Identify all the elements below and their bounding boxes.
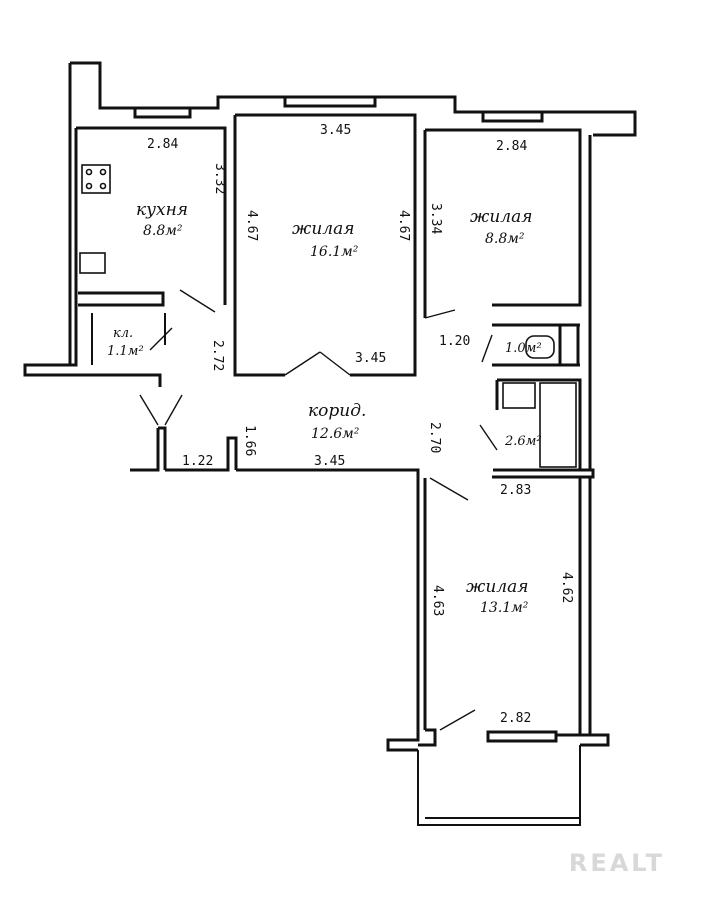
washbasin: [502, 382, 536, 409]
bathroom-area: 2.6м²: [504, 434, 542, 449]
dim-kitchen-depth: 3.32: [212, 163, 227, 194]
stove: [81, 164, 111, 194]
dim-living3-right: 4.62: [559, 572, 574, 603]
room-labels: кухня 8.8м² жилая 16.1м² жилая 8.8м² кл.…: [107, 200, 542, 616]
living2-area: 8.8м²: [485, 231, 525, 247]
dim-living1-right: 4.67: [396, 210, 411, 241]
kitchen-sink: [79, 252, 106, 274]
dim-corridor-a: 1.22: [182, 454, 213, 469]
kitchen-name: кухня: [136, 200, 188, 220]
dim-wc-width: 1.20: [439, 334, 470, 349]
dim-corridor-d: 2.70: [427, 422, 442, 453]
fixtures: [79, 164, 577, 468]
living3-name: жилая: [466, 577, 529, 597]
doors: [139, 289, 498, 731]
pantry-area: 1.1м²: [107, 344, 144, 359]
dimensions: 2.84 3.32 3.45 4.67 4.67 3.45 2.84 3.34 …: [147, 123, 574, 726]
corridor-name: корид.: [308, 401, 366, 421]
dim-kitchen-width: 2.84: [147, 137, 178, 152]
walls: [23, 61, 637, 826]
bathtub: [539, 382, 577, 468]
pantry-name: кл.: [113, 326, 133, 341]
kitchen-area: 8.8м²: [143, 223, 183, 239]
dim-living1-bottom: 3.45: [355, 351, 386, 366]
dim-living2-width: 2.84: [496, 139, 527, 154]
watermark-logo: REALT: [568, 849, 665, 877]
toilet-area: 1.0м²: [505, 341, 542, 356]
dim-hall-left: 2.72: [210, 340, 225, 371]
living3-area: 13.1м²: [480, 600, 529, 616]
dim-corridor-c: 3.45: [314, 454, 345, 469]
dim-living2-depth: 3.34: [428, 203, 443, 234]
corridor-area: 12.6м²: [311, 426, 360, 442]
toilet: [525, 335, 555, 359]
dim-living3-left: 4.63: [430, 585, 445, 616]
living1-name: жилая: [292, 219, 355, 239]
living1-area: 16.1м²: [310, 244, 359, 260]
dim-living3-width: 2.83: [500, 483, 531, 498]
dim-living3-bottom: 2.82: [500, 711, 531, 726]
living2-name: жилая: [470, 207, 533, 227]
dim-living1-top: 3.45: [320, 123, 351, 138]
dim-corridor-b: 1.66: [242, 425, 257, 456]
dim-living1-left: 4.67: [244, 210, 259, 241]
